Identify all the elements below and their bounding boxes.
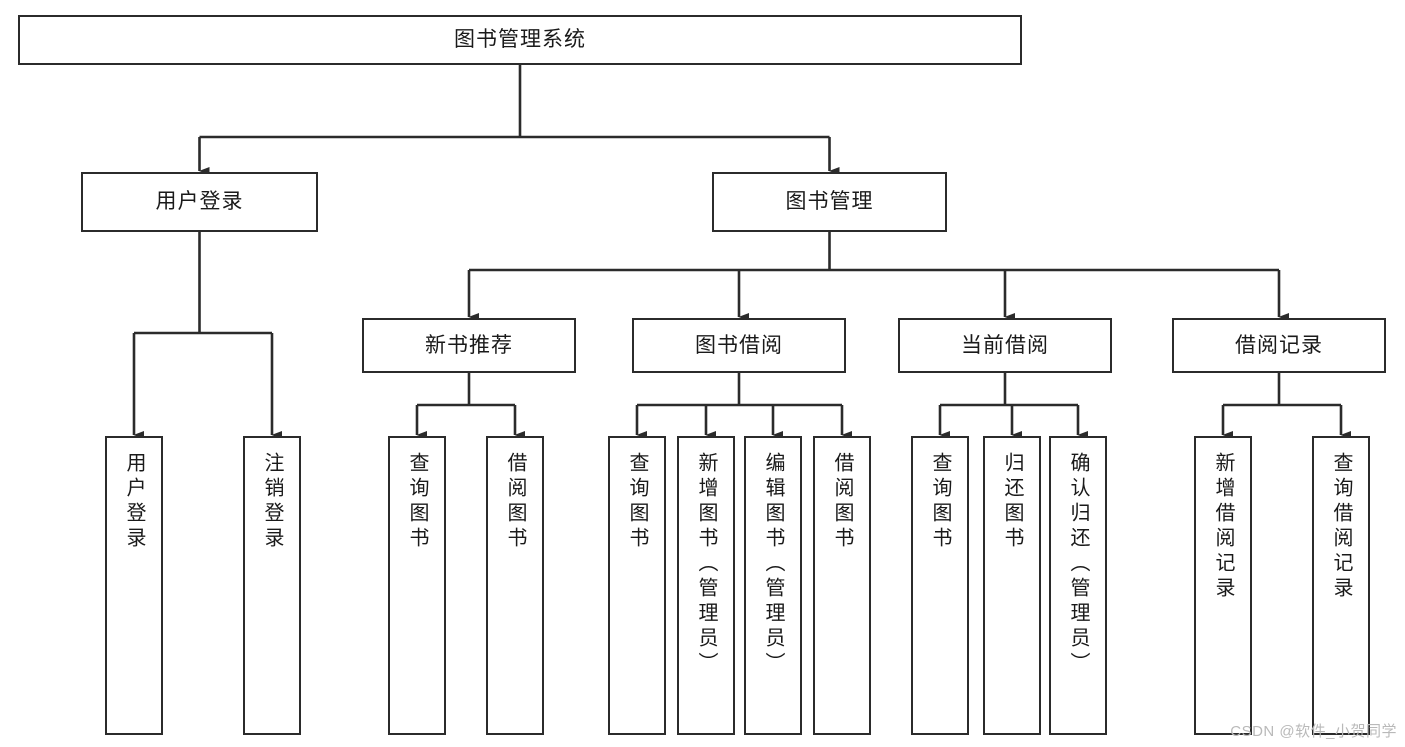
node-label: 借阅图书 [504,452,526,552]
node-borrow-record[interactable]: 借阅记录 [1172,318,1386,373]
node-root[interactable]: 图书管理系统 [18,15,1022,65]
node-leaf-query-book-rec[interactable]: 查询图书 [388,436,446,735]
node-label: 查询图书 [929,452,951,552]
node-leaf-query-record[interactable]: 查询借阅记录 [1312,436,1370,735]
node-label: 借阅记录 [1235,333,1323,357]
node-book-manage[interactable]: 图书管理 [712,172,947,232]
node-leaf-user-login[interactable]: 用户登录 [105,436,163,735]
node-label: 图书管理 [785,190,874,214]
node-label: 归还图书 [1001,452,1023,552]
node-label: 新增图书（管理员） [695,452,717,677]
node-leaf-query-book-cur[interactable]: 查询图书 [911,436,969,735]
node-label: 新增借阅记录 [1212,452,1234,602]
node-leaf-borrow-book[interactable]: 借阅图书 [813,436,871,735]
node-label: 注销登录 [261,452,283,552]
node-label: 查询借阅记录 [1330,452,1352,602]
node-current-borrow[interactable]: 当前借阅 [898,318,1112,373]
node-label: 编辑图书（管理员） [762,452,784,677]
node-book-borrow[interactable]: 图书借阅 [632,318,846,373]
node-user-login[interactable]: 用户登录 [81,172,318,232]
node-label: 新书推荐 [425,333,513,357]
node-leaf-edit-book[interactable]: 编辑图书（管理员） [744,436,802,735]
node-label: 查询图书 [406,452,428,552]
node-label: 确认归还（管理员） [1067,452,1089,677]
node-label: 用户登录 [123,452,145,552]
node-new-book-recommend[interactable]: 新书推荐 [362,318,576,373]
node-label: 借阅图书 [831,452,853,552]
node-label: 用户登录 [155,190,244,214]
watermark: CSDN @软件_小贺同学 [1230,723,1397,740]
node-leaf-borrow-book-rec[interactable]: 借阅图书 [486,436,544,735]
node-leaf-query-book-borrow[interactable]: 查询图书 [608,436,666,735]
edge-group [132,65,1352,440]
node-leaf-confirm-return[interactable]: 确认归还（管理员） [1049,436,1107,735]
node-label: 图书管理系统 [454,28,586,52]
node-label: 当前借阅 [961,333,1049,357]
node-label: 查询图书 [626,452,648,552]
node-leaf-add-record[interactable]: 新增借阅记录 [1194,436,1252,735]
node-leaf-add-book[interactable]: 新增图书（管理员） [677,436,735,735]
node-label: 图书借阅 [695,333,783,357]
node-leaf-return-book[interactable]: 归还图书 [983,436,1041,735]
node-leaf-logout[interactable]: 注销登录 [243,436,301,735]
